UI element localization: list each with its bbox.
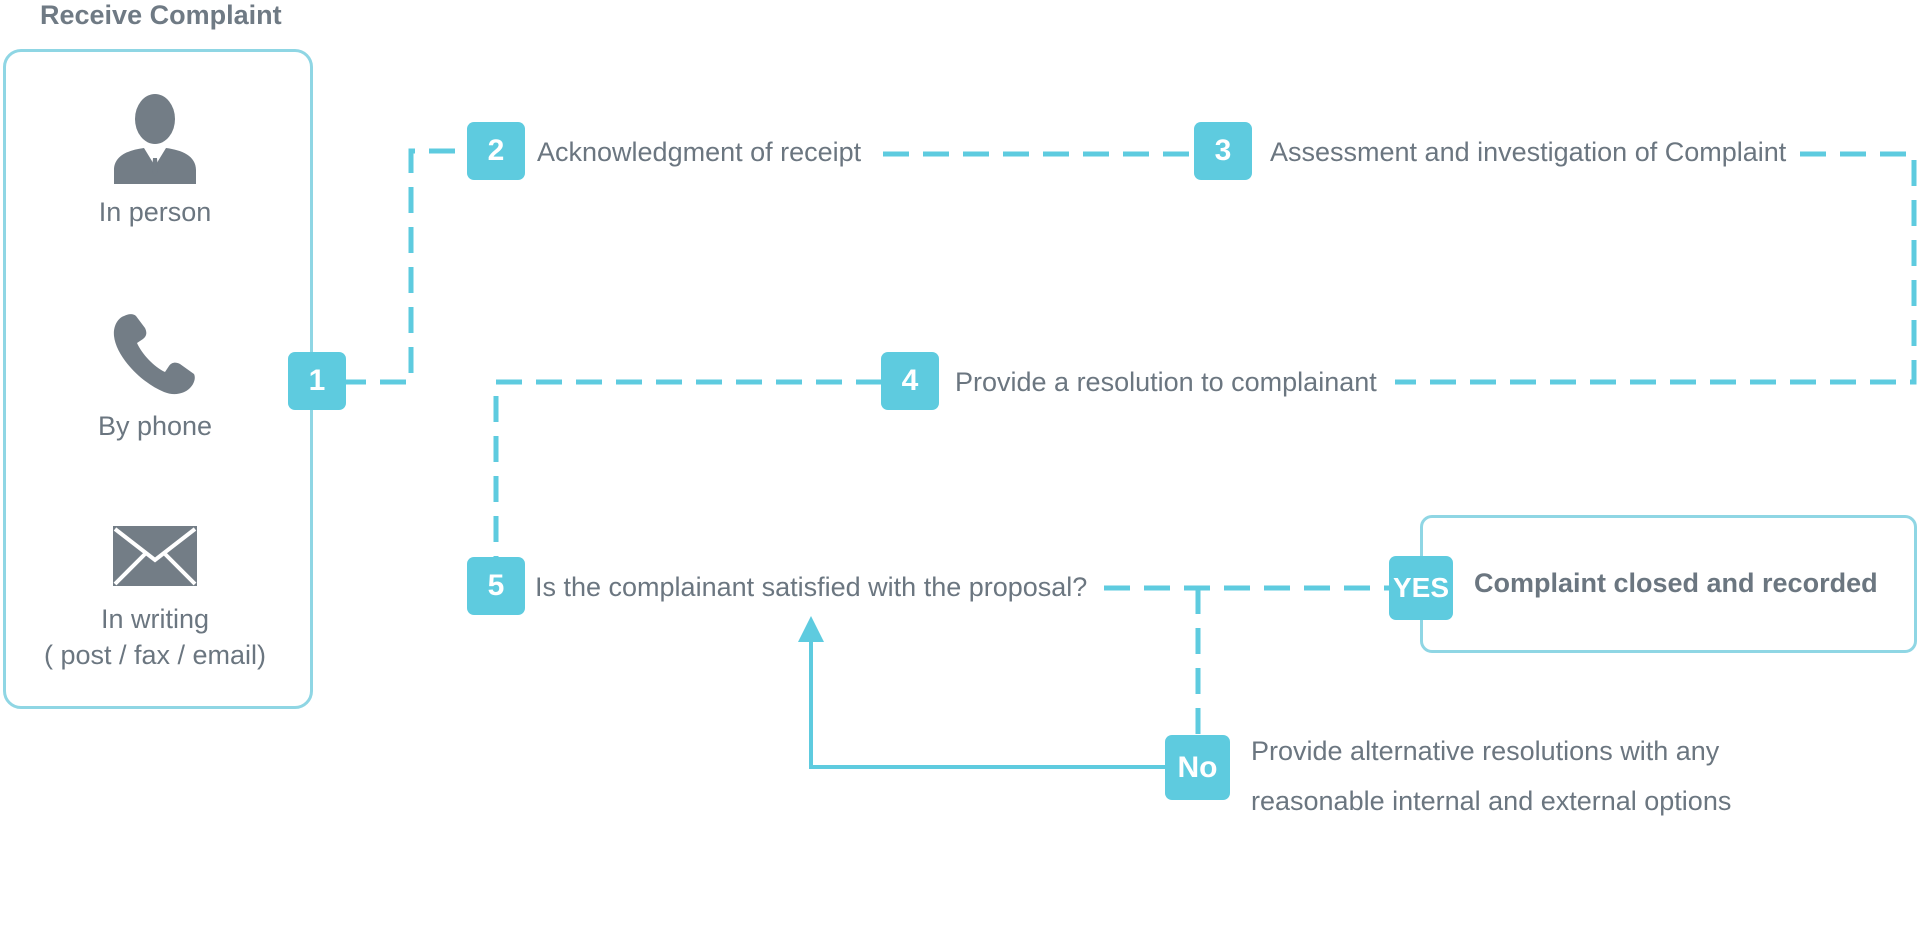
step-3-text: Assessment and investigation of Complain… [1270, 137, 1787, 167]
envelope-icon [113, 526, 197, 586]
step-4-text: Provide a resolution to complainant [955, 367, 1377, 397]
phone-icon [113, 314, 195, 395]
person-icon [114, 94, 196, 184]
step-2-text: Acknowledgment of receipt [537, 137, 862, 167]
step-5-badge: 5 [467, 557, 525, 615]
step-1-badge: 1 [288, 352, 346, 410]
feedback-arrowhead [798, 616, 824, 642]
step-3-badge: 3 [1194, 122, 1252, 180]
connector-1-2 [340, 148, 468, 385]
alternative-resolutions-text: Provide alternative resolutions with any… [1251, 726, 1731, 826]
channel-in-writing: In writing ( post / fax / email) [0, 526, 310, 673]
channel-label: By phone [97, 411, 213, 441]
channel-label: In writing [100, 604, 210, 634]
alternative-text-line: reasonable internal and external options [1251, 786, 1732, 816]
feedback-arrow [809, 640, 1166, 769]
yes-badge: YES [1389, 556, 1453, 620]
channel-label: In person [98, 197, 212, 227]
step-2-badge: 2 [467, 122, 525, 180]
closed-text: Complaint closed and recorded [1474, 568, 1878, 598]
channel-by-phone: By phone [0, 312, 310, 444]
no-badge: No [1165, 735, 1230, 800]
connector-4-5 [493, 379, 882, 558]
page-title: Receive Complaint [40, 0, 282, 30]
step-4-badge: 4 [881, 352, 939, 410]
connector-3-4 [1395, 151, 1917, 385]
step-5-text: Is the complainant satisfied with the pr… [535, 572, 1088, 602]
alternative-text-line: Provide alternative resolutions with any [1251, 736, 1720, 766]
channel-label: ( post / fax / email) [43, 640, 267, 670]
channel-in-person: In person [0, 92, 310, 230]
